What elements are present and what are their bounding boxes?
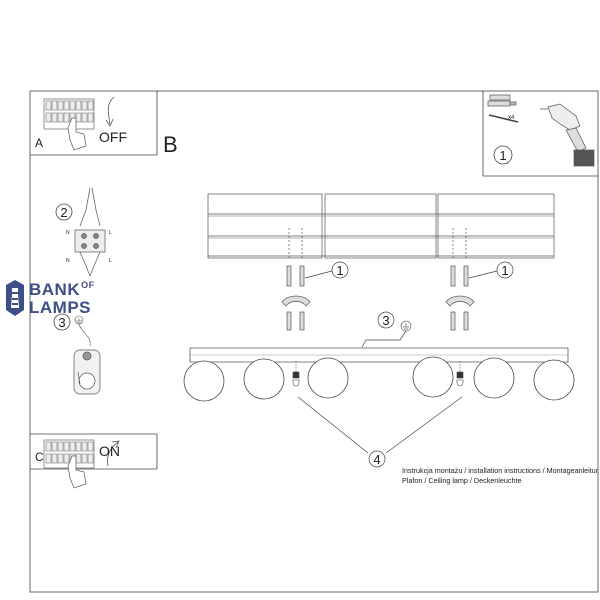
instruction-subtitle: Plafon / Ceiling lamp / Deckenleuchte <box>402 476 522 485</box>
globe-shades <box>183 356 575 402</box>
globe-shade <box>533 359 575 401</box>
bulb-right <box>456 361 464 387</box>
instruction-caption: Instrukcja montażu / installation instru… <box>402 466 598 486</box>
globe-shade <box>412 356 454 398</box>
bank-of-lamps-logo: BANKOF LAMPS <box>2 278 102 320</box>
fixing-hardware-right <box>445 228 475 331</box>
arrow-up-icon <box>107 441 119 467</box>
earth-connector-icon <box>73 349 101 395</box>
earth-step-label: 3 <box>58 315 65 330</box>
logo-line2: LAMPS <box>29 298 91 317</box>
lamp-base <box>189 347 569 363</box>
fuse-box-off <box>43 96 115 151</box>
callout-fixing-left-label: 1 <box>336 263 343 278</box>
tools-step-circle <box>493 145 513 165</box>
callout-fixing-right-label: 1 <box>501 263 508 278</box>
bulb-left <box>292 361 300 387</box>
panel-a-action: OFF <box>99 129 127 145</box>
callout-shades-label: 4 <box>373 452 380 467</box>
wiring-step-circle <box>55 203 73 221</box>
earth-icon <box>74 315 91 347</box>
terminal-block <box>74 187 106 277</box>
fuse-box-on <box>43 439 120 489</box>
globe-shade <box>243 358 285 400</box>
tools-quantity: x4 <box>508 115 515 121</box>
globe-shade <box>307 357 349 399</box>
callout-fixing-left <box>304 261 349 279</box>
terminal-n-bottom: N <box>66 258 70 264</box>
arrow-down-icon <box>107 96 115 125</box>
panel-c-action: ON <box>99 443 120 459</box>
panel-frames <box>29 90 599 593</box>
wall-plug-icon <box>487 94 517 107</box>
panel-a-letter: A <box>35 136 43 150</box>
hand-icon <box>67 455 87 489</box>
tools-icon <box>487 94 595 167</box>
terminal-l-bottom: L <box>109 258 112 264</box>
lighthouse-icon <box>6 280 24 316</box>
terminal-l-top: L <box>109 230 112 236</box>
ceiling <box>207 193 555 259</box>
panel-b-letter: B <box>163 132 178 157</box>
callout-fixing-right <box>468 261 514 279</box>
earth-step-circle <box>53 313 71 331</box>
screw-icon <box>488 114 519 123</box>
callout-earth-label: 3 <box>382 313 389 328</box>
instruction-title: Instrukcja montażu / installation instru… <box>402 466 598 475</box>
hand-icon <box>67 117 87 151</box>
globe-shade <box>183 360 225 402</box>
wiring-step-label: 2 <box>60 205 67 220</box>
panel-c-letter: C <box>35 450 44 464</box>
callout-shades <box>297 396 463 468</box>
logo-line1: BANKOF <box>29 280 95 299</box>
terminal-n-top: N <box>66 230 70 236</box>
tools-step-label: 1 <box>499 148 506 163</box>
fixing-hardware-left <box>281 228 311 331</box>
callout-earth <box>361 311 412 348</box>
drill-icon <box>540 103 595 167</box>
globe-shade <box>473 357 515 399</box>
